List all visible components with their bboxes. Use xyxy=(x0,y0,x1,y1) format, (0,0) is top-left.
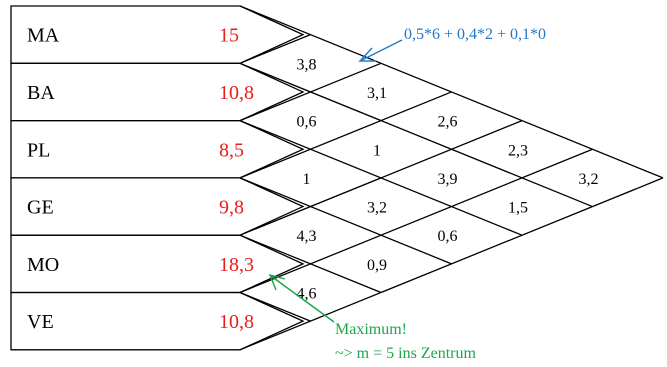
cell-value: 2,3 xyxy=(508,142,528,159)
cell-value: 3,2 xyxy=(579,171,599,188)
maximum-text: Maximum! xyxy=(335,321,407,338)
row-value: 10,8 xyxy=(219,311,254,333)
row-ve: VE 10,8 xyxy=(10,291,305,351)
row-box xyxy=(10,119,305,179)
cell-value: 0,6 xyxy=(438,228,458,245)
triangle-grid xyxy=(239,5,664,351)
formula-arrow xyxy=(361,39,403,61)
cell-value: 1,5 xyxy=(508,200,528,217)
grid-line-down xyxy=(239,62,593,208)
row-box xyxy=(10,291,305,351)
formula-annotation: 0,5*6 + 0,4*2 + 0,1*0 xyxy=(358,26,546,62)
row-value: 18,3 xyxy=(219,254,254,276)
row-mo: MO 18,3 xyxy=(10,234,305,294)
row-value: 10,8 xyxy=(219,82,254,104)
row-box xyxy=(10,5,305,64)
row-ge: GE 9,8 xyxy=(10,177,305,236)
grid-line-down xyxy=(239,291,311,322)
cell-value: 3,9 xyxy=(438,171,458,188)
row-label: PL xyxy=(27,139,50,161)
row-label: MA xyxy=(27,25,60,47)
cell-value: 4,3 xyxy=(297,228,317,245)
grid-line-up xyxy=(239,91,452,179)
row-ma: MA 15 xyxy=(10,5,305,64)
cell-value: 3,2 xyxy=(367,200,387,217)
cell-value: 4,6 xyxy=(297,286,317,303)
result-text: ~> m = 5 ins Zentrum xyxy=(335,345,476,362)
row-box xyxy=(10,62,305,122)
row-value: 15 xyxy=(219,25,239,47)
cell-value: 3,8 xyxy=(297,56,317,73)
grid-line-up xyxy=(239,119,523,236)
row-box xyxy=(10,177,305,236)
maximum-arrowhead xyxy=(268,273,286,291)
row-value: 8,5 xyxy=(219,139,244,161)
formula-text: 0,5*6 + 0,4*2 + 0,1*0 xyxy=(404,26,546,43)
cell-value: 1 xyxy=(303,171,311,188)
row-value: 9,8 xyxy=(219,197,244,219)
row-ba: BA 10,8 xyxy=(10,62,305,122)
cell-value: 0,6 xyxy=(297,114,317,131)
cell-values: 3,8 3,1 2,6 2,3 3,2 0,6 1 3,9 1,5 1 3,2 0,6 4,3 0,9 4,… xyxy=(297,56,599,302)
row-label: BA xyxy=(27,82,55,104)
cell-value: 2,6 xyxy=(438,114,458,131)
formula-arrowhead xyxy=(358,47,376,62)
maximum-arrow xyxy=(270,275,335,323)
grid-line-up xyxy=(239,62,382,122)
cell-value: 3,1 xyxy=(367,85,387,102)
cell-value: 1 xyxy=(373,142,381,159)
row-label: VE xyxy=(27,311,54,333)
grid-line-up xyxy=(239,34,311,64)
grid-line-down xyxy=(239,177,452,265)
row-label: GE xyxy=(27,197,54,219)
row-pl: PL 8,5 xyxy=(10,119,305,179)
grid-line-up xyxy=(239,148,593,294)
cell-value: 0,9 xyxy=(367,257,387,274)
maximum-annotation: Maximum! ~> m = 5 ins Zentrum xyxy=(268,273,476,362)
row-label: MO xyxy=(27,254,59,276)
